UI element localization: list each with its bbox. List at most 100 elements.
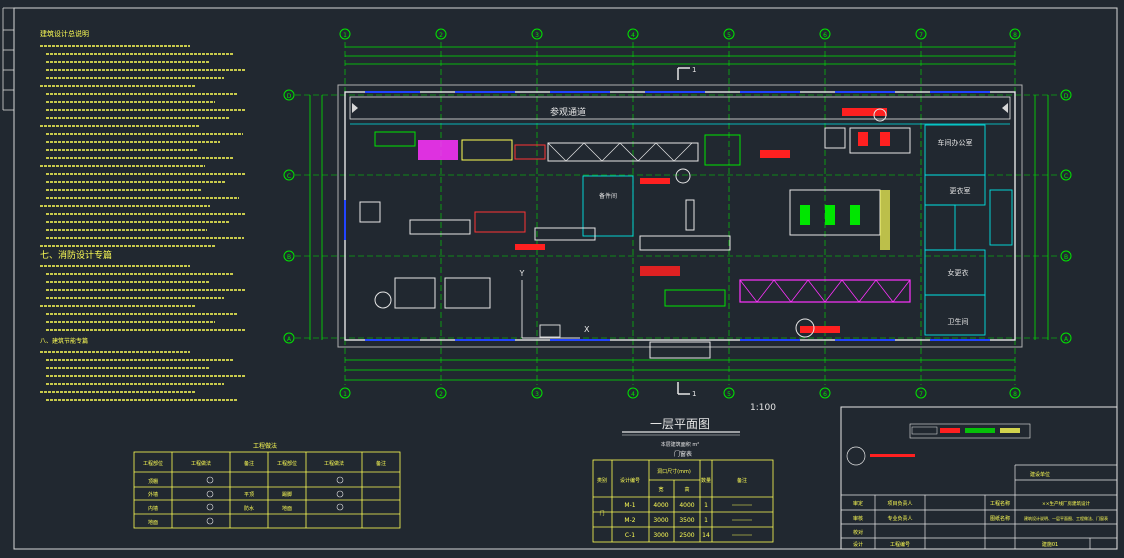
red-marker [800, 326, 840, 333]
axis-y-label: Y [519, 269, 525, 278]
tb-label: 审核 [853, 515, 863, 522]
notes-lines-energy [40, 351, 245, 401]
table-cell: 平顶 [244, 492, 254, 498]
title-block-frame [840, 406, 1118, 550]
grid-label: 2 [439, 391, 443, 398]
grid-label: 3 [535, 391, 539, 398]
corridor-label: 参观通道 [550, 106, 586, 118]
green-marker [825, 205, 835, 225]
door-height: 2500 [679, 532, 694, 539]
grid-label: 4 [631, 391, 635, 398]
notes-lines [40, 45, 245, 247]
equipment-circle [675, 168, 691, 184]
red-marker [880, 132, 890, 146]
grid-bubble [283, 89, 295, 101]
grid-bubbles-top: 1 2 3 4 5 6 7 8 [339, 28, 1021, 40]
machine-block [418, 140, 458, 160]
title-block: 审定 审核 校对 设计 项目负责人 专业负责人 工程编号 工程名称 图纸名称 建… [840, 406, 1118, 550]
door-header: 数量 [701, 477, 711, 484]
grid-bubble [1060, 250, 1072, 262]
door-count: 14 [702, 532, 710, 539]
machine-block [704, 134, 741, 166]
door-count: 1 [704, 502, 708, 509]
red-marker [858, 132, 868, 146]
grid-label: 6 [823, 32, 827, 39]
practice-table: 工程做法 工程部位 工程做法 备注 工程部位 工程做法 备注 顶棚 外墙 平顶 … [133, 442, 401, 529]
production-line-top [374, 108, 911, 166]
grid-label: B [1064, 254, 1068, 261]
notes-heading-fire: 七、消防设计专篇 [40, 249, 112, 261]
grid-label: A [287, 336, 292, 343]
door-subheader: 高 [684, 486, 689, 493]
grid-bubbles-right: D C B A [1060, 89, 1072, 344]
middle-equipment [359, 168, 731, 359]
room-spare [582, 175, 634, 237]
green-marker [850, 205, 860, 225]
grid-label: D [1064, 93, 1069, 100]
key-plan [846, 423, 1031, 466]
grid-label: 1 [343, 391, 347, 398]
design-notes: 建筑设计总说明 七、消防设计专篇 八、建筑节能专篇 [40, 29, 245, 401]
yellow-column [880, 190, 890, 250]
grid-label: D [287, 93, 292, 100]
room-label-locker: 更衣室 [950, 186, 971, 195]
stair-core [989, 189, 1013, 246]
door-code: M-1 [624, 502, 635, 509]
notes-heading-main: 建筑设计总说明 [40, 29, 89, 38]
grid-bubble [915, 28, 927, 40]
machine-block [359, 201, 381, 223]
machine-block [514, 144, 546, 160]
door-width: 4000 [653, 502, 668, 509]
door-remark-bars [732, 504, 752, 536]
ucs-icon [521, 280, 580, 339]
tb-label: 审定 [853, 500, 863, 507]
grid-label: C [1064, 173, 1068, 180]
room-office [924, 124, 986, 176]
grid-label: 1 [343, 32, 347, 39]
door-width: 3000 [653, 532, 668, 539]
table-cell: 内墙 [148, 505, 158, 512]
tb-project-name: ××生产线厂房建筑设计 [1042, 500, 1091, 507]
table-header: 工程做法 [324, 460, 344, 467]
equipment-circle [873, 108, 887, 122]
tb-label: 项目负责人 [887, 500, 912, 507]
door-height: 3500 [679, 517, 694, 524]
grid-bubble [915, 387, 927, 399]
grid-label: 5 [727, 32, 731, 39]
grid-bubble [1060, 89, 1072, 101]
grid-axes [295, 42, 1060, 385]
door-width: 3000 [653, 517, 668, 524]
machine-block [664, 289, 726, 307]
grid-bubble [339, 28, 351, 40]
grid-label: B [287, 254, 291, 261]
practice-symbols [206, 476, 344, 525]
visit-corridor [349, 96, 1011, 120]
grid-bubble [627, 387, 639, 399]
rooms [582, 124, 1013, 336]
tb-label: 工程编号 [890, 541, 910, 548]
grid-label: 5 [727, 391, 731, 398]
grid-bubble [723, 28, 735, 40]
corridor-arrows [352, 103, 1008, 113]
door-group: 门 [599, 510, 604, 517]
green-marker [800, 205, 810, 225]
machine-block [534, 227, 596, 241]
room-label-spare: 备件间 [599, 192, 617, 200]
door-code: M-2 [624, 517, 635, 524]
grid-label: 8 [1013, 391, 1017, 398]
grid-label: 2 [439, 32, 443, 39]
practice-table-title: 工程做法 [253, 442, 277, 450]
grid-label: 7 [919, 32, 923, 39]
table-cell: 外墙 [148, 491, 158, 498]
machine-block [824, 127, 846, 149]
door-header: 洞口尺寸(mm) [657, 468, 691, 475]
tb-label: 建设单位 [1030, 471, 1050, 478]
grid-bubble [1060, 332, 1072, 344]
door-header: 备注 [737, 477, 747, 484]
tb-label: 设计 [853, 541, 863, 548]
door-table-title: 门窗表 [674, 450, 692, 458]
table-cell: 踢脚 [282, 491, 292, 498]
table-header: 工程部位 [277, 460, 297, 467]
section-mark-bottom: 1 [692, 390, 696, 398]
